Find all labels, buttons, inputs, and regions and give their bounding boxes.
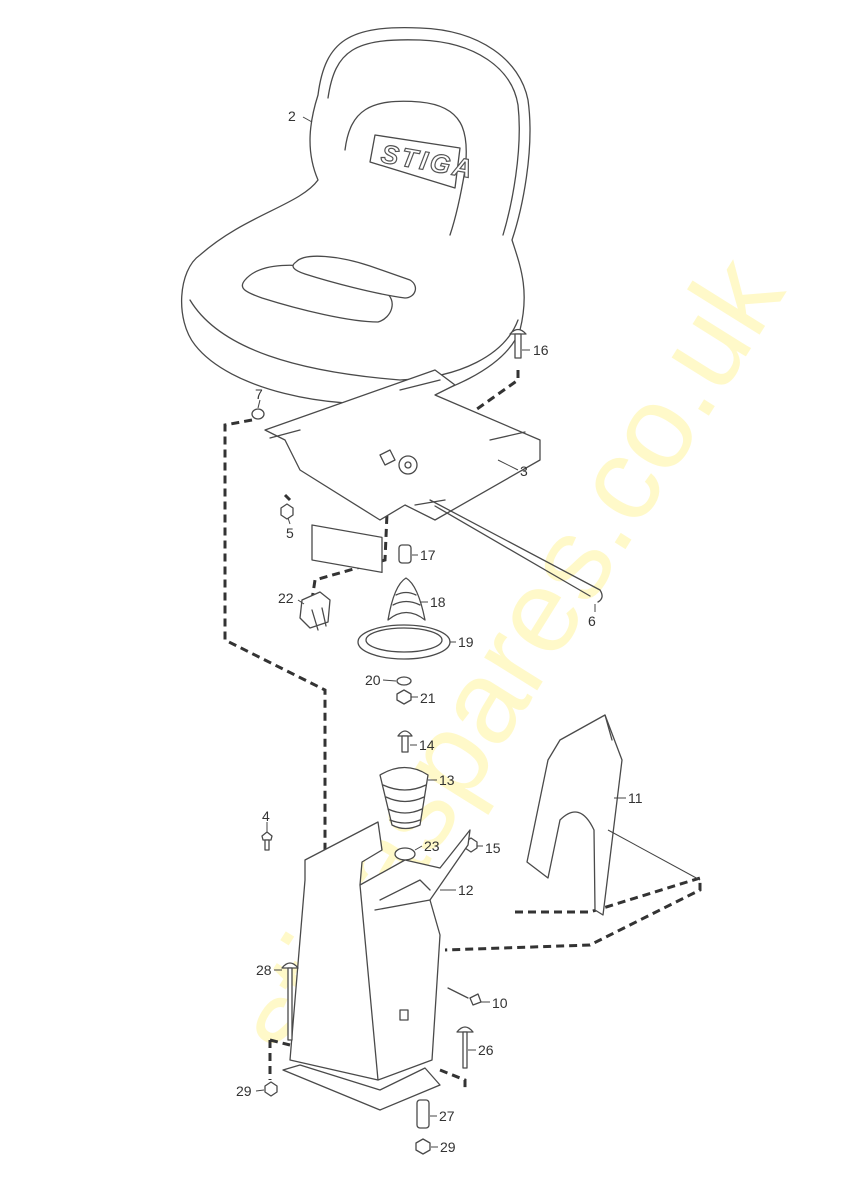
label-part-2: 2 [288, 108, 296, 124]
label-part-4: 4 [262, 808, 270, 824]
label-part-18: 18 [430, 594, 446, 610]
label-part-23: 23 [424, 838, 440, 854]
screw-part-10 [447, 987, 482, 1006]
label-part-7: 7 [255, 386, 263, 402]
disc-part-19 [357, 624, 451, 660]
nut-part-21 [396, 689, 412, 705]
spacer-part-17 [398, 544, 412, 564]
nut-part-5 [280, 503, 294, 520]
label-part-29: 29 [236, 1083, 252, 1099]
label-part-15: 15 [485, 840, 501, 856]
label-part-17: 17 [420, 547, 436, 563]
label-part-29b: 29 [440, 1139, 456, 1155]
label-part-26: 26 [478, 1042, 494, 1058]
spring-part-18 [387, 577, 426, 621]
carriage-bolt-part-28 [281, 962, 299, 1041]
label-part-28: 28 [256, 962, 272, 978]
spacer-part-27 [416, 1099, 430, 1129]
seat-part-2: STIGA [180, 26, 531, 405]
washer-part-20 [396, 676, 412, 686]
label-part-27: 27 [439, 1108, 455, 1124]
part-labels: 2 16 7 3 5 17 22 18 6 19 20 21 14 13 11 … [236, 108, 643, 1155]
spring-part-13 [379, 766, 429, 830]
nut-part-29b [415, 1138, 431, 1155]
seat-plate-part-3 [264, 369, 603, 603]
label-part-3: 3 [520, 463, 528, 479]
screw-part-4 [261, 831, 273, 851]
seat-bracket-part-12 [282, 821, 471, 1111]
label-part-20: 20 [365, 672, 381, 688]
label-part-11: 11 [628, 790, 643, 806]
label-part-21: 21 [420, 690, 436, 706]
nut-part-29 [264, 1081, 278, 1097]
label-part-22: 22 [278, 590, 294, 606]
label-part-16: 16 [533, 342, 549, 358]
switch-part-22 [299, 591, 331, 631]
label-part-14: 14 [419, 737, 435, 753]
label-part-19: 19 [458, 634, 474, 650]
carriage-bolt-part-26 [456, 1026, 474, 1069]
washer-part-23 [394, 847, 416, 861]
bolt-part-14 [397, 730, 413, 753]
label-part-13: 13 [439, 772, 455, 788]
label-part-12: 12 [458, 882, 474, 898]
bolt-part-16 [509, 328, 527, 359]
washer-part-7 [251, 408, 265, 420]
label-part-5: 5 [286, 525, 294, 541]
cover-part-11 [526, 714, 701, 916]
label-part-10: 10 [492, 995, 508, 1011]
label-part-6: 6 [588, 613, 596, 629]
